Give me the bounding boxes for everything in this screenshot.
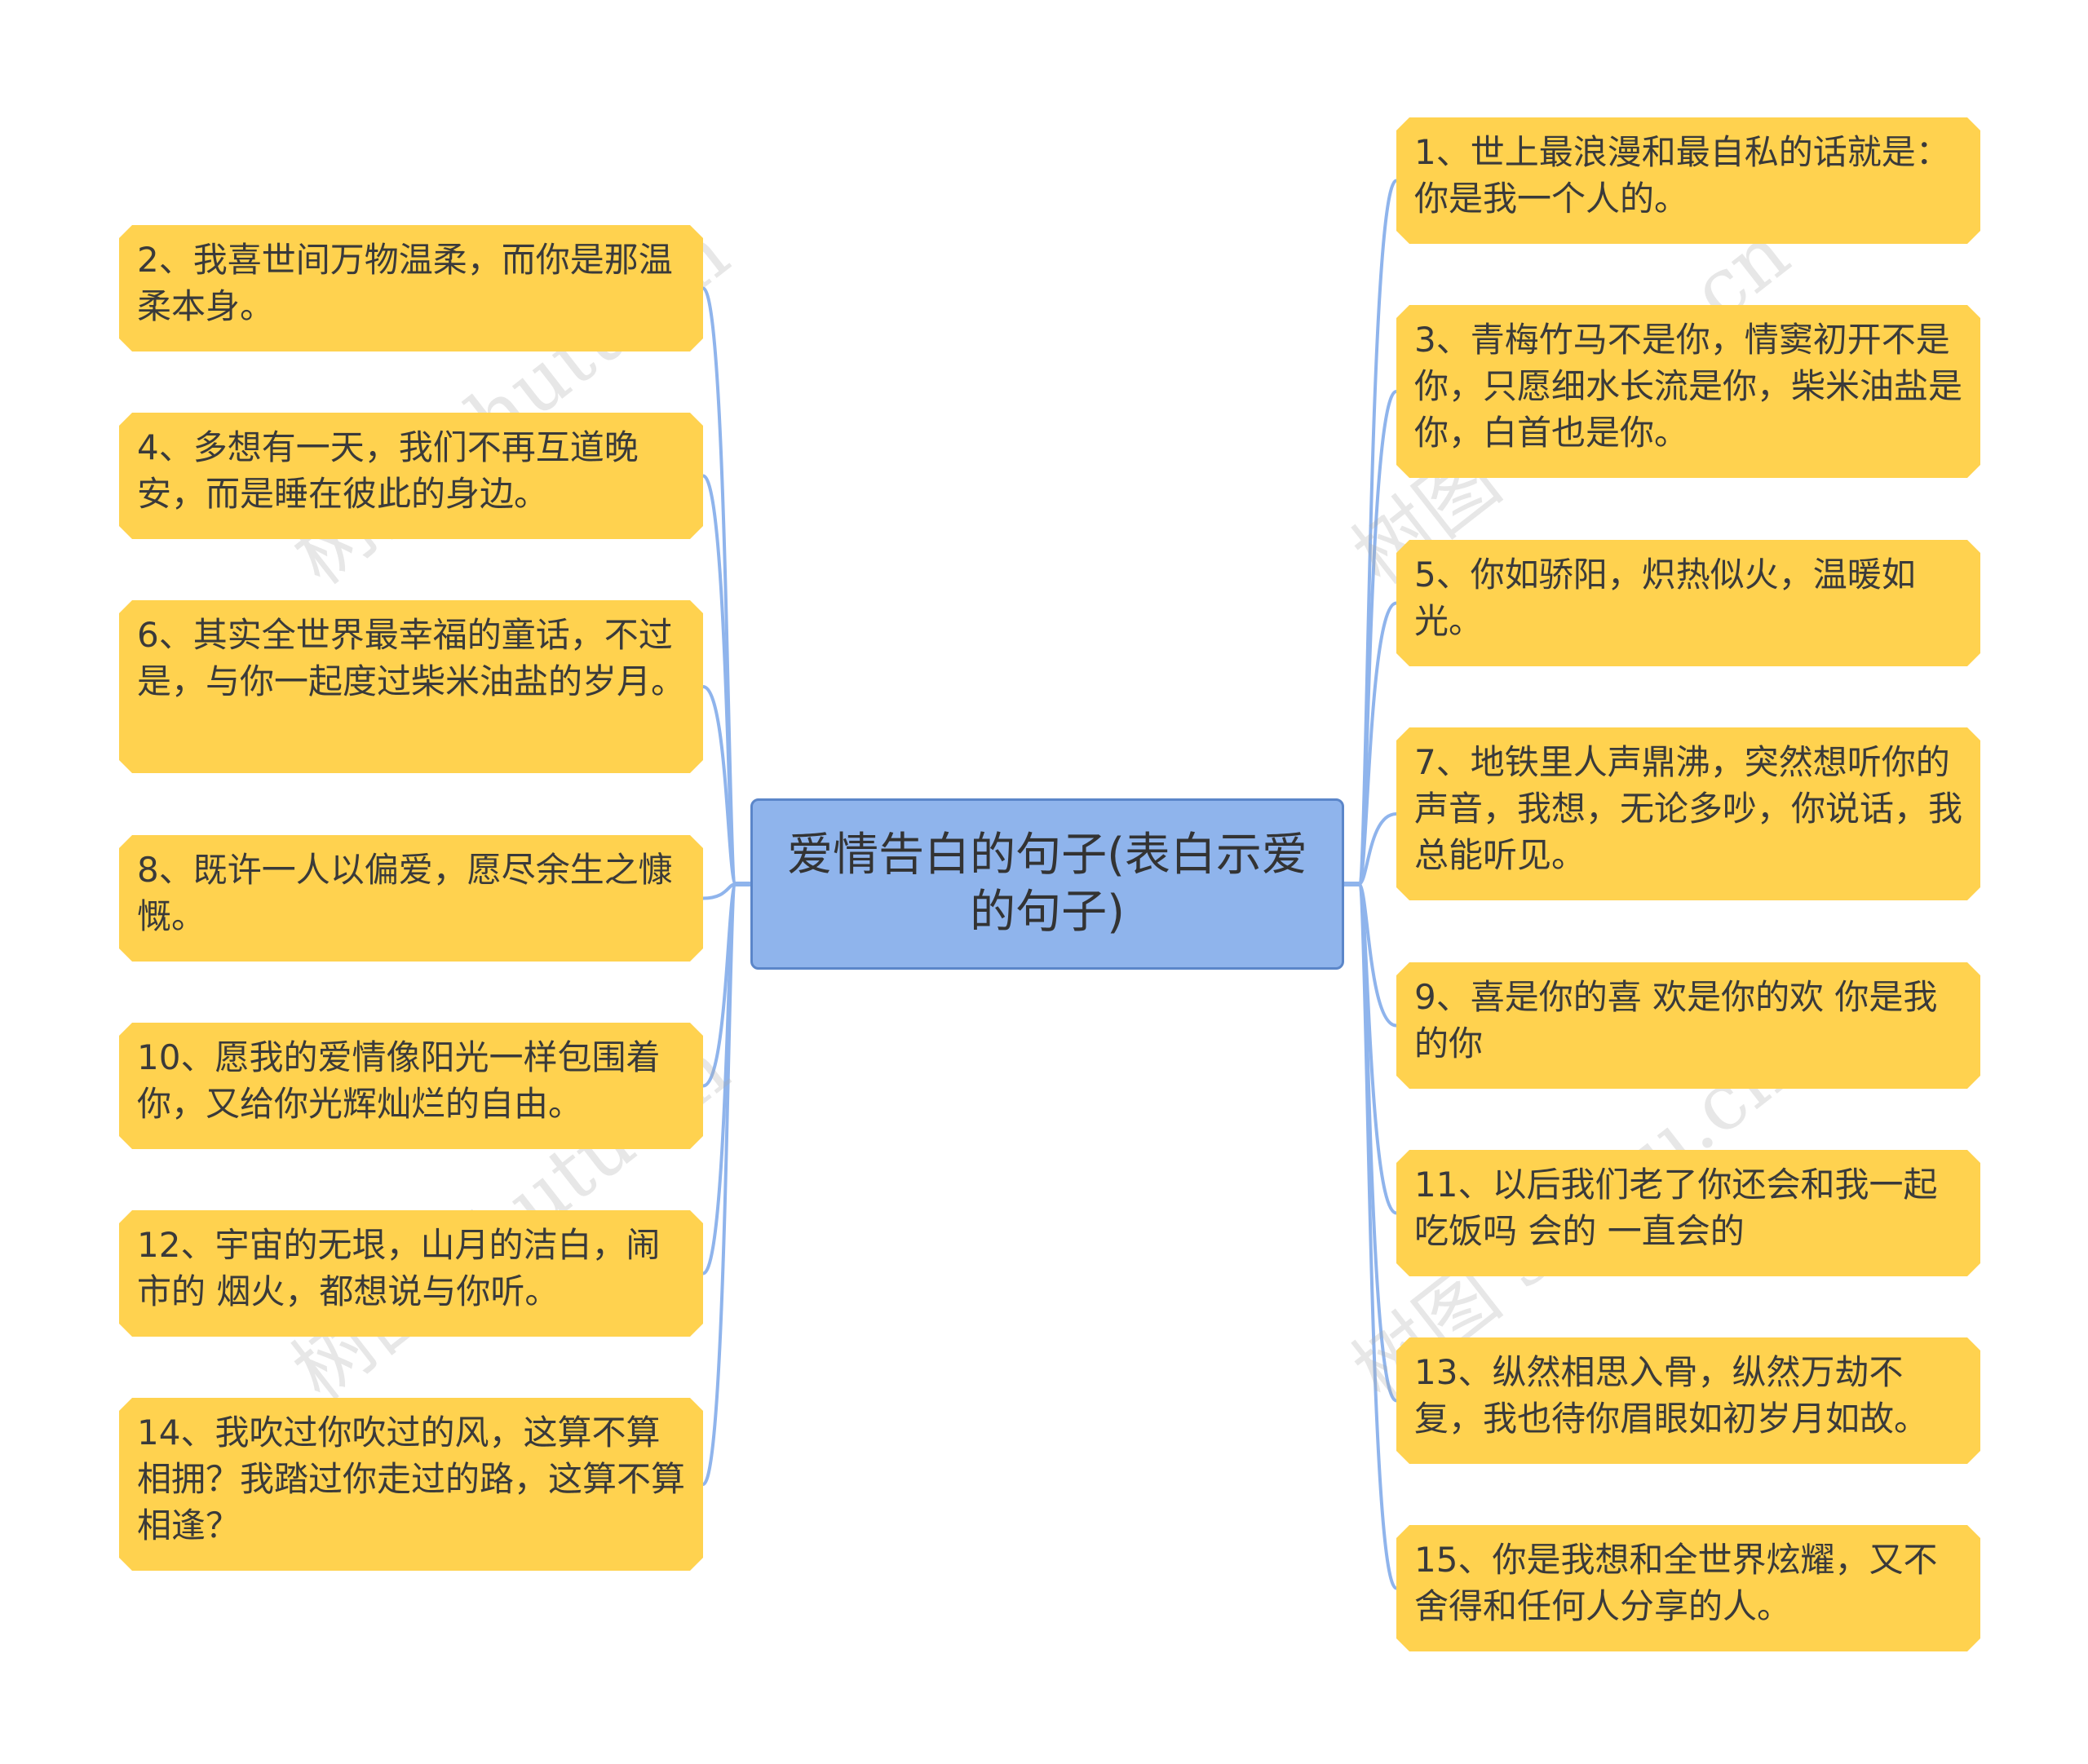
left-node-6[interactable]: 6、其实全世界最幸福的童话，不过是，与你一起度过柴米油盐的岁月。 (119, 600, 703, 773)
right-node-3[interactable]: 3、青梅竹马不是你，情窦初开不是你，只愿细水长流是你，柴米油盐是你，白首也是你。 (1396, 305, 1980, 478)
node-text: 15、你是我想和全世界炫耀，又不舍得和任何人分享的人。 (1414, 1540, 1938, 1626)
node-text: 9、喜是你的喜 欢是你的欢 你是我的你 (1414, 977, 1938, 1063)
left-node-10[interactable]: 10、愿我的爱情像阳光一样包围着你，又给你光辉灿烂的自由。 (119, 1023, 703, 1149)
node-text: 12、宇宙的无垠，山月的洁白，闹市的 烟火，都想说与你听。 (137, 1225, 661, 1311)
central-topic-label: 爱情告白的句子(表白示爱的句子) (787, 829, 1307, 939)
connector-line (1357, 601, 1397, 886)
node-text: 3、青梅竹马不是你，情窦初开不是你，只愿细水长流是你，柴米油盐是你，白首也是你。 (1414, 320, 1963, 453)
left-node-4[interactable]: 4、多想有一天，我们不再互道晚安，而是睡在彼此的身边。 (119, 413, 703, 539)
node-text: 1、世上最浪漫和最自私的话就是：你是我一个人的。 (1414, 132, 1950, 219)
right-node-13[interactable]: 13、纵然相思入骨，纵然万劫不复，我也待你眉眼如初岁月如故。 (1396, 1337, 1980, 1464)
node-text: 13、纵然相思入骨，纵然万劫不复，我也待你眉眼如初岁月如故。 (1414, 1352, 1929, 1439)
connector-line (702, 685, 737, 886)
node-text: 2、我喜世间万物温柔，而你是那温柔本身。 (137, 240, 673, 326)
node-text: 7、地铁里人声鼎沸，突然想听你的声音，我想，无论多吵，你说话，我总能听见。 (1414, 742, 1963, 875)
node-text: 6、其实全世界最幸福的童话，不过是，与你一起度过柴米油盐的岁月。 (137, 615, 686, 701)
left-node-12[interactable]: 12、宇宙的无垠，山月的洁白，闹市的 烟火，都想说与你听。 (119, 1210, 703, 1337)
node-text: 10、愿我的爱情像阳光一样包围着你，又给你光辉灿烂的自由。 (137, 1037, 661, 1124)
node-text: 14、我吹过你吹过的风，这算不算相拥？我踏过你走过的路，这算不算相逢？ (137, 1413, 686, 1545)
left-node-14[interactable]: 14、我吹过你吹过的风，这算不算相拥？我踏过你走过的路，这算不算相逢？ (119, 1398, 703, 1571)
central-topic[interactable]: 爱情告白的句子(表白示爱的句子) (750, 798, 1344, 970)
node-text: 8、既许一人以偏爱，愿尽余生之慷慨。 (137, 850, 673, 936)
right-node-9[interactable]: 9、喜是你的喜 欢是你的欢 你是我的你 (1396, 962, 1980, 1089)
connector-line (1357, 812, 1397, 886)
connector-line (701, 474, 737, 886)
connector-line (701, 882, 737, 1486)
left-node-2[interactable]: 2、我喜世间万物温柔，而你是那温柔本身。 (119, 225, 703, 351)
right-node-15[interactable]: 15、你是我想和全世界炫耀，又不舍得和任何人分享的人。 (1396, 1525, 1980, 1651)
right-node-7[interactable]: 7、地铁里人声鼎沸，突然想听你的声音，我想，无论多吵，你说话，我总能听见。 (1396, 727, 1980, 900)
node-text: 4、多想有一天，我们不再互道晚安，而是睡在彼此的身边。 (137, 427, 639, 514)
connector-line (1357, 390, 1398, 886)
right-node-11[interactable]: 11、以后我们老了你还会和我一起吃饭吗 会的 一直会的 (1396, 1150, 1980, 1276)
right-node-1[interactable]: 1、世上最浪漫和最自私的话就是：你是我一个人的。 (1396, 117, 1980, 244)
node-text: 11、以后我们老了你还会和我一起吃饭吗 会的 一直会的 (1414, 1165, 1938, 1251)
node-text: 5、你如骄阳，炽热似火，温暖如光。 (1414, 555, 1916, 641)
connector-line (702, 882, 737, 900)
connector-line (1357, 882, 1398, 1590)
right-node-5[interactable]: 5、你如骄阳，炽热似火，温暖如光。 (1396, 540, 1980, 666)
left-node-8[interactable]: 8、既许一人以偏爱，愿尽余生之慷慨。 (119, 835, 703, 962)
